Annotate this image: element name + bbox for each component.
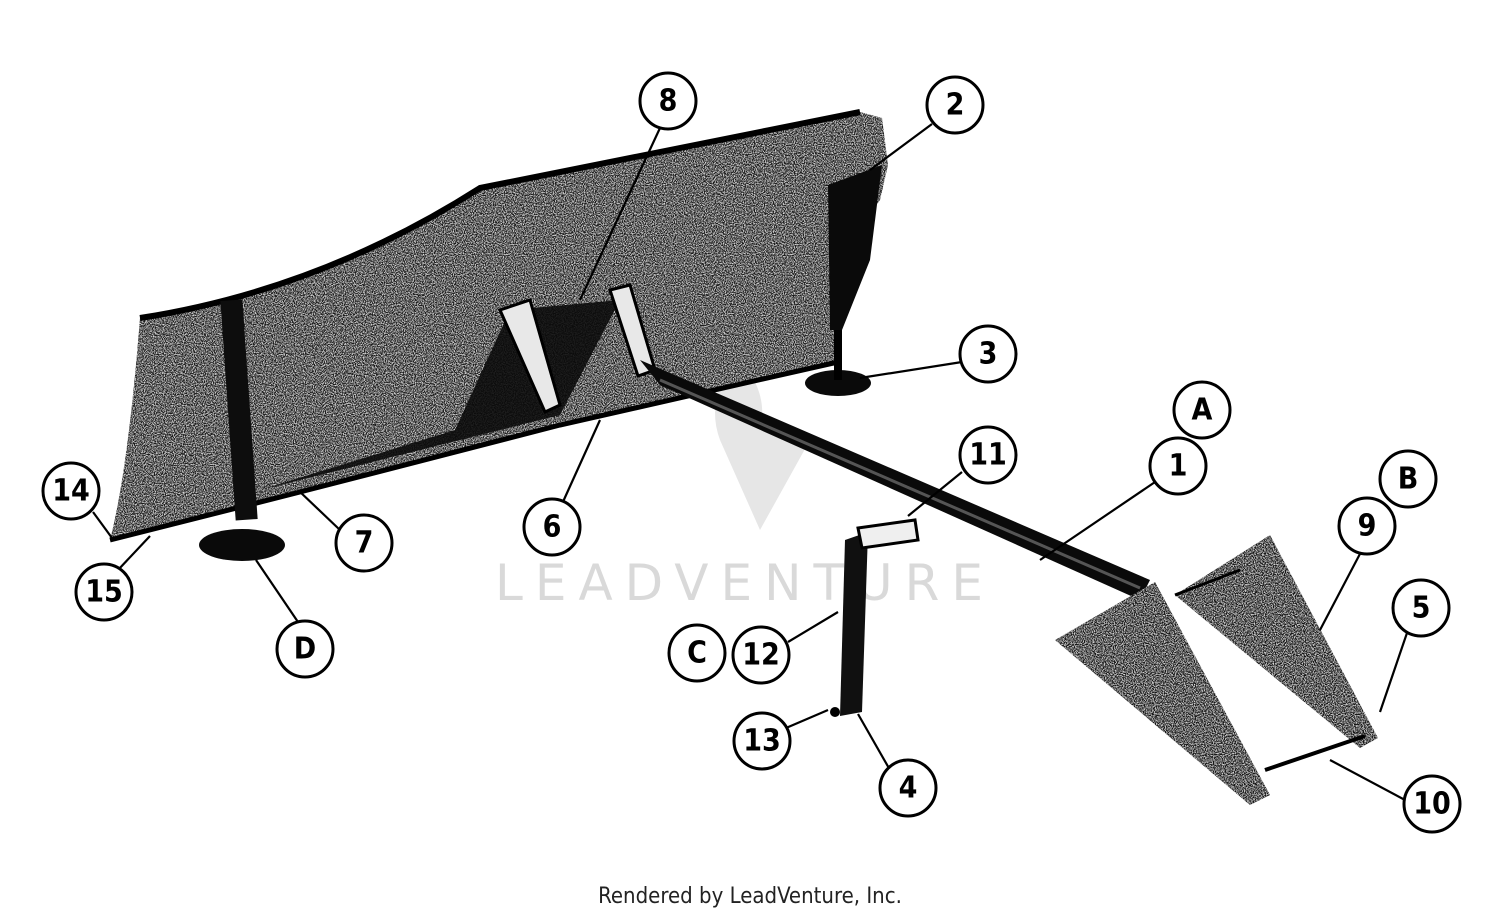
- callout-5: 5: [1391, 578, 1451, 638]
- blade-end-plate: [828, 165, 882, 330]
- watermark: LEADVENTURE: [495, 355, 995, 612]
- leader-lines: [92, 123, 1410, 801]
- leader-d: [255, 559, 299, 623]
- watermark-logo-icon: [715, 355, 810, 530]
- leader-13: [785, 708, 829, 730]
- svg-text:4: 4: [899, 771, 918, 806]
- svg-text:10: 10: [1413, 787, 1451, 822]
- callout-15: 15: [74, 562, 134, 622]
- svg-text:6: 6: [543, 510, 562, 545]
- leader-12: [787, 611, 839, 643]
- svg-text:C: C: [687, 636, 707, 671]
- svg-text:12: 12: [742, 638, 780, 673]
- leader-11: [907, 471, 963, 517]
- leader-2: [869, 123, 933, 171]
- svg-text:11: 11: [969, 438, 1007, 473]
- mount-plate-front: [1055, 582, 1270, 805]
- callout-3: 3: [958, 324, 1018, 384]
- svg-text:2: 2: [946, 88, 965, 123]
- callout-a: A: [1172, 380, 1232, 440]
- cross-rod-top: [1174, 568, 1241, 597]
- blade: [110, 112, 888, 540]
- leader-4: [857, 713, 891, 771]
- leader-1: [1039, 479, 1159, 561]
- svg-text:14: 14: [52, 474, 90, 509]
- callout-12: 12: [731, 625, 791, 685]
- leader-6: [560, 419, 602, 505]
- leader-8: [579, 127, 661, 301]
- mount-plate-rear: [1175, 535, 1378, 748]
- leader-10: [1329, 759, 1406, 801]
- svg-text:5: 5: [1412, 591, 1431, 626]
- callout-7: 7: [334, 513, 394, 573]
- callout-d: D: [275, 619, 335, 679]
- svg-text:8: 8: [659, 84, 678, 119]
- leader-14: [92, 511, 113, 539]
- svg-text:3: 3: [979, 337, 998, 372]
- callout-b: B: [1378, 449, 1438, 509]
- skid-shoe-right: [805, 370, 871, 396]
- callout-6: 6: [522, 497, 582, 557]
- push-arm-tube: [640, 360, 1150, 600]
- push-arm: [640, 360, 1150, 600]
- support-bracket: [830, 518, 920, 717]
- callout-10: 10: [1402, 774, 1462, 834]
- callout-4: 4: [878, 758, 938, 818]
- cross-rod: [1264, 734, 1366, 772]
- watermark-text: LEADVENTURE: [495, 554, 995, 612]
- support-bolt-icon: [830, 707, 840, 717]
- push-arm-highlight: [659, 378, 1141, 590]
- callout-14: 14: [41, 461, 101, 521]
- callouts: 1 2 3 4 5 6 7 8 9 10 11 12 13 14 15 A B …: [41, 71, 1462, 834]
- callout-1: 1: [1148, 436, 1208, 496]
- svg-text:13: 13: [743, 724, 781, 759]
- callout-c: C: [667, 623, 727, 683]
- support-bar: [840, 532, 868, 716]
- leader-3: [859, 360, 963, 380]
- mount-plates: [1055, 535, 1378, 805]
- callout-2: 2: [925, 75, 985, 135]
- svg-text:15: 15: [85, 575, 123, 610]
- svg-text:9: 9: [1358, 509, 1377, 544]
- leader-5: [1378, 629, 1410, 713]
- svg-text:D: D: [294, 632, 316, 667]
- leader-7: [297, 489, 341, 531]
- svg-text:7: 7: [355, 526, 374, 561]
- blade-top-edge: [139, 109, 861, 321]
- svg-text:A: A: [1192, 393, 1213, 428]
- leader-9: [1319, 549, 1363, 631]
- footer-credit: Rendered by LeadVenture, Inc.: [598, 884, 902, 909]
- blade-assembly: [109, 109, 888, 561]
- callout-9: 9: [1337, 496, 1397, 556]
- svg-text:1: 1: [1169, 449, 1188, 484]
- support-clamp: [856, 518, 920, 550]
- callout-13: 13: [732, 711, 792, 771]
- svg-text:B: B: [1398, 462, 1419, 497]
- pivot-bracket: [497, 298, 562, 415]
- callout-8: 8: [638, 71, 698, 131]
- blade-brace-left: [220, 299, 258, 521]
- callout-11: 11: [958, 425, 1018, 485]
- leader-15: [117, 535, 151, 571]
- skid-shoe-left: [199, 529, 285, 561]
